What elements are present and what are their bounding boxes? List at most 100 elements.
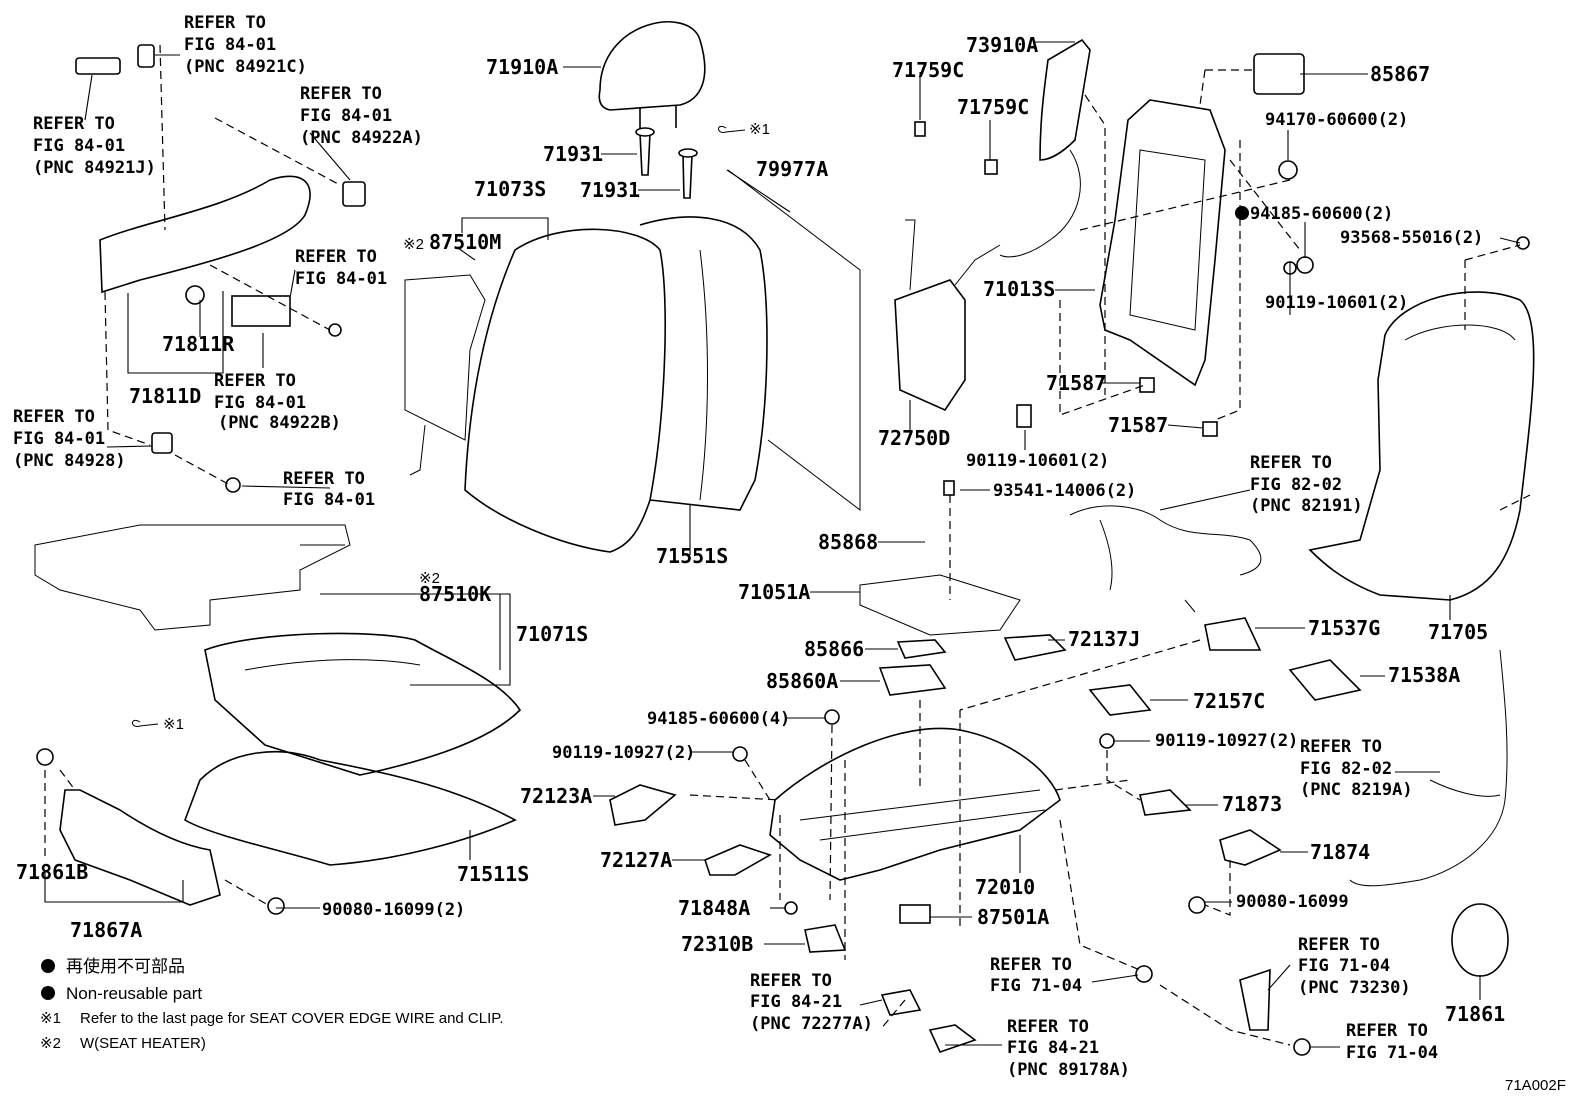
- refer-line: REFER TO: [990, 955, 1072, 975]
- part-label: 72310B: [681, 932, 753, 956]
- refer-line: (PNC 84922A): [300, 128, 423, 148]
- part-label: 71073S: [474, 177, 546, 201]
- refer-line: REFER TO: [184, 13, 266, 33]
- part-label: 71071S: [516, 622, 588, 646]
- part-label: 71811R: [162, 332, 235, 356]
- refer-line: FIG 84-01: [214, 393, 306, 413]
- refer-line: (PNC 84922B): [218, 413, 341, 433]
- seat-adjuster-drawing: [769, 727, 1061, 924]
- part-label: 71931: [580, 178, 640, 202]
- note-mark: ※1: [163, 716, 184, 733]
- refer-block: REFER TO FIG 71-04 (PNC 73230): [1298, 935, 1411, 998]
- refer-line: FIG 71-04: [990, 976, 1082, 996]
- seat-cushion-pad-drawing: [184, 751, 517, 866]
- refer-block: REFER TO FIG 84-01 (PNC 84928): [13, 407, 126, 471]
- legend-non-reusable-en: Non-reusable part: [66, 984, 202, 1003]
- refer-block: REFER TO FIG 84-21 (PNC 89178A): [1007, 1017, 1130, 1080]
- refer-to-labels: REFER TO FIG 84-01 (PNC 84921C) REFER TO…: [13, 13, 1438, 1080]
- refer-line: FIG 84-01: [283, 490, 375, 510]
- headrest-drawing: [598, 21, 706, 128]
- part-label: 94170-60600(2): [1265, 110, 1408, 130]
- seat-heater-back-drawing: [404, 274, 486, 476]
- legend-note2-text: W(SEAT HEATER): [80, 1035, 206, 1052]
- refer-line: REFER TO: [33, 114, 115, 134]
- refer-line: FIG 84-21: [1007, 1038, 1099, 1058]
- refer-block: REFER TO FIG 84-21 (PNC 72277A): [750, 971, 873, 1034]
- refer-line: REFER TO: [295, 247, 377, 267]
- part-label: 71873: [1222, 792, 1282, 816]
- refer-block: REFER TO FIG 84-01: [295, 247, 387, 289]
- part-label: 90080-16099: [1236, 892, 1349, 912]
- refer-block: REFER TO FIG 84-01 (PNC 84922A): [300, 84, 423, 148]
- part-label: 71867A: [70, 918, 142, 942]
- note-mark: ※1: [749, 121, 770, 138]
- refer-line: FIG 82-02: [1300, 759, 1392, 779]
- part-label: 90119-10601(2): [966, 451, 1109, 471]
- refer-line: REFER TO: [1250, 453, 1332, 473]
- refer-line: FIG 71-04: [1298, 956, 1390, 976]
- part-label: 71013S: [983, 277, 1055, 301]
- part-label: 71759C: [892, 58, 964, 82]
- refer-line: (PNC 84928): [13, 451, 126, 471]
- legend-note1-mark: ※1: [40, 1010, 61, 1027]
- refer-line: REFER TO: [1346, 1021, 1428, 1041]
- part-label: 71537G: [1308, 616, 1380, 640]
- side-airbag-drawing: [999, 38, 1091, 258]
- back-board-drawing: [1308, 291, 1535, 601]
- part-label: 72123A: [520, 784, 592, 808]
- diagram-id: 71A002F: [1505, 1077, 1566, 1094]
- part-label: 71931: [543, 142, 603, 166]
- seatback-cover-drawing: [464, 216, 768, 553]
- part-label: 94185-60600(2): [1250, 204, 1393, 224]
- refer-line: FIG 82-02: [1250, 475, 1342, 495]
- part-label: 72010: [975, 875, 1035, 899]
- note-marks: ※1 ※1 ※2 ※2: [132, 121, 770, 733]
- part-label: 72127A: [600, 848, 672, 872]
- part-label: 71051A: [738, 580, 810, 604]
- part-label: 71861B: [16, 860, 88, 884]
- wire-harness-drawing: [1069, 505, 1508, 887]
- refer-block: REFER TO FIG 71-04: [990, 955, 1082, 996]
- part-label: 71511S: [457, 862, 529, 886]
- refer-line: REFER TO: [1298, 935, 1380, 955]
- part-label: 71848A: [678, 896, 750, 920]
- part-label: 72750D: [878, 426, 950, 450]
- non-reusable-dot-icon: [41, 986, 55, 1000]
- refer-line: (PNC 84921J): [33, 158, 156, 178]
- refer-line: REFER TO: [214, 371, 296, 391]
- side-shield-drawing: [75, 44, 366, 493]
- refer-block: REFER TO FIG 84-01: [283, 469, 375, 510]
- legend-note2-mark: ※2: [40, 1035, 61, 1052]
- refer-block: REFER TO FIG 82-02 (PNC 82191): [1250, 453, 1363, 516]
- note-mark: ※2: [403, 236, 424, 253]
- refer-line: REFER TO: [13, 407, 95, 427]
- part-label: 71874: [1310, 840, 1370, 864]
- refer-line: FIG 84-01: [295, 269, 387, 289]
- headrest-support-drawing: [635, 127, 698, 199]
- part-label: 94185-60600(4): [647, 709, 790, 729]
- part-label: 73910A: [966, 33, 1038, 57]
- refer-block: REFER TO FIG 84-01 (PNC 84921J): [33, 114, 156, 178]
- part-label: 93568-55016(2): [1340, 228, 1483, 248]
- assembly-dashed-lines: [44, 44, 1531, 1046]
- legend: 再使用不可部品 Non-reusable part ※1 Refer to th…: [40, 956, 504, 1052]
- refer-line: REFER TO: [1007, 1017, 1089, 1037]
- part-label: 90119-10601(2): [1265, 293, 1408, 313]
- part-label: 90119-10927(2): [1155, 731, 1298, 751]
- part-label: 71705: [1428, 620, 1488, 644]
- refer-line: REFER TO: [1300, 737, 1382, 757]
- non-reusable-marker-icon: [1235, 206, 1249, 220]
- part-label: 71811D: [129, 384, 201, 408]
- part-label: 72137J: [1068, 627, 1140, 651]
- part-label: 90080-16099(2): [322, 900, 465, 920]
- refer-line: (PNC 8219A): [1300, 780, 1413, 800]
- refer-block: REFER TO FIG 84-01 (PNC 84922B): [214, 371, 341, 433]
- legend-non-reusable-jp: 再使用不可部品: [66, 956, 185, 976]
- part-label: 87510M: [429, 230, 501, 254]
- seat-cushion-cover-drawing: [204, 632, 522, 776]
- part-label: 79977A: [756, 157, 828, 181]
- part-label: 71759C: [957, 95, 1029, 119]
- part-label: 71538A: [1388, 663, 1460, 687]
- part-number-labels: 71910A 71931 71931 71073S 87510M 79977A …: [16, 33, 1505, 1026]
